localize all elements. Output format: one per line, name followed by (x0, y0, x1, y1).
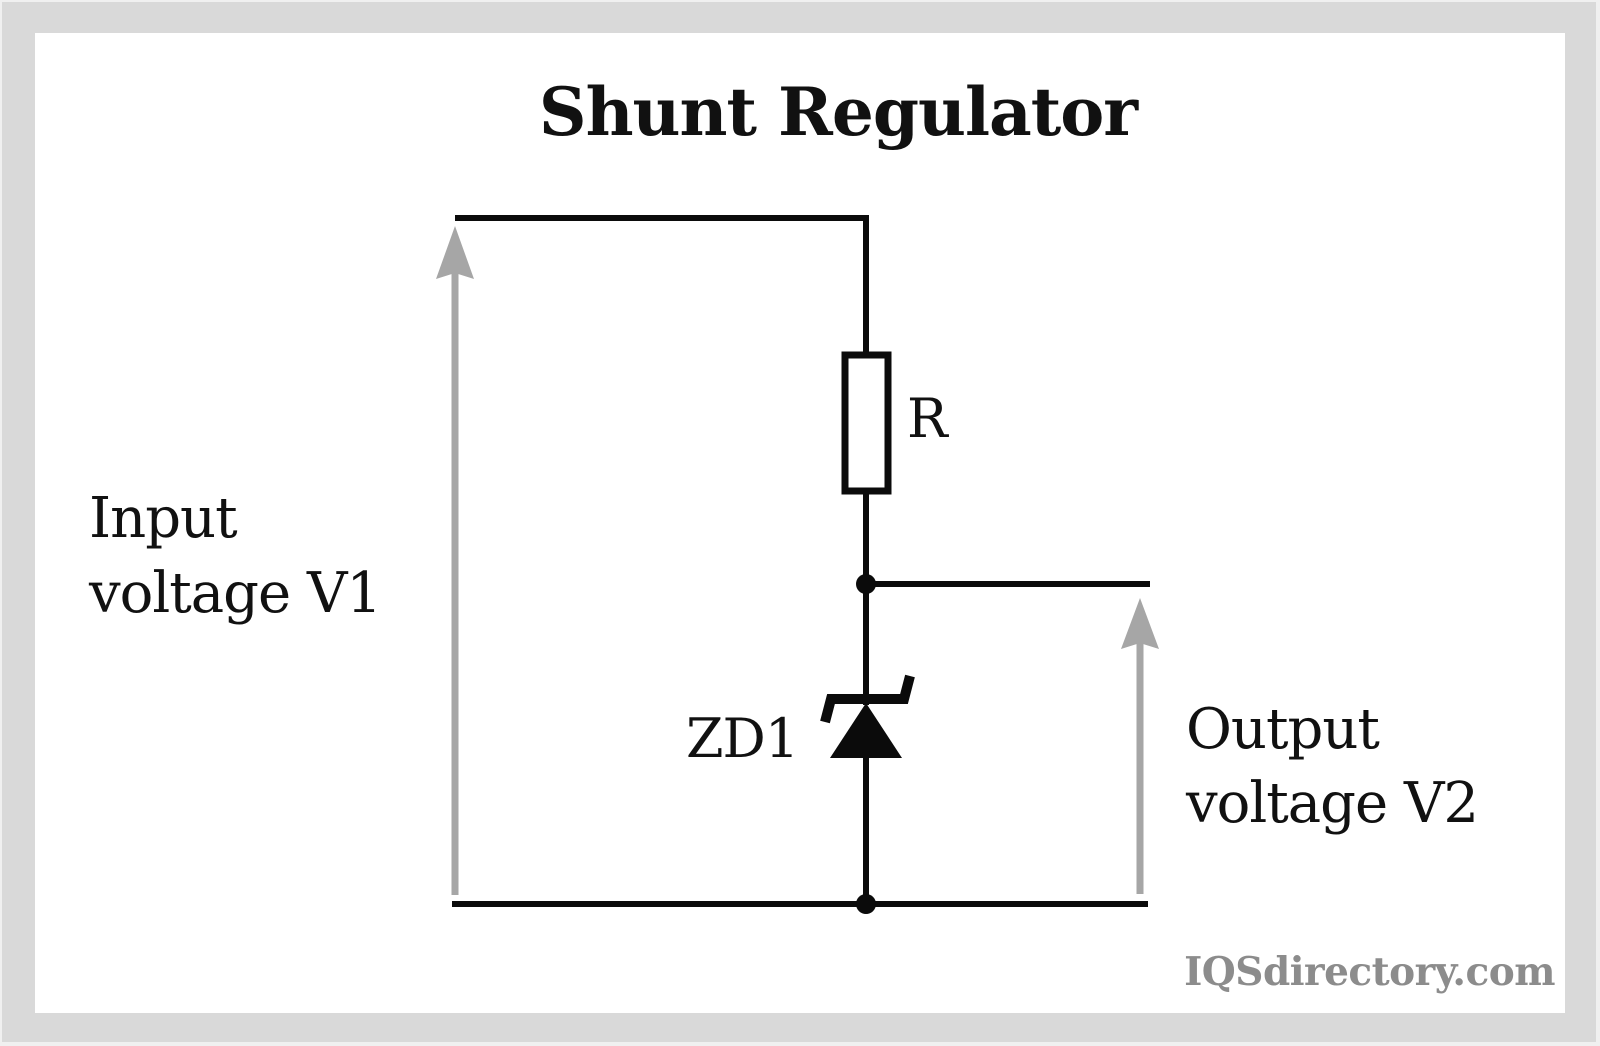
output-voltage-arrow (1121, 598, 1159, 894)
resistor-label: R (907, 387, 949, 450)
output-arrow-head-icon (1121, 598, 1159, 649)
diagram-title: Shunt Regulator (539, 73, 1139, 151)
resistor-r (841, 351, 892, 495)
zener-anode-triangle (830, 703, 902, 758)
diagram-panel (35, 33, 1565, 1013)
junction-ground (856, 894, 876, 914)
zener-diode-zd1 (820, 674, 915, 758)
output-voltage-label-line1: Output (1186, 697, 1380, 762)
zener-label: ZD1 (686, 707, 798, 770)
watermark-text: IQSdirectory.com (1184, 949, 1555, 995)
wire-input-top (455, 215, 869, 352)
input-arrow-head-icon (436, 226, 474, 279)
output-voltage-label-line2: voltage V2 (1185, 771, 1478, 836)
zener-cathode-bar (820, 674, 915, 724)
input-voltage-label-line1: Input (89, 486, 238, 551)
input-voltage-label-line2: voltage V1 (88, 561, 381, 626)
input-voltage-arrow (436, 226, 474, 895)
